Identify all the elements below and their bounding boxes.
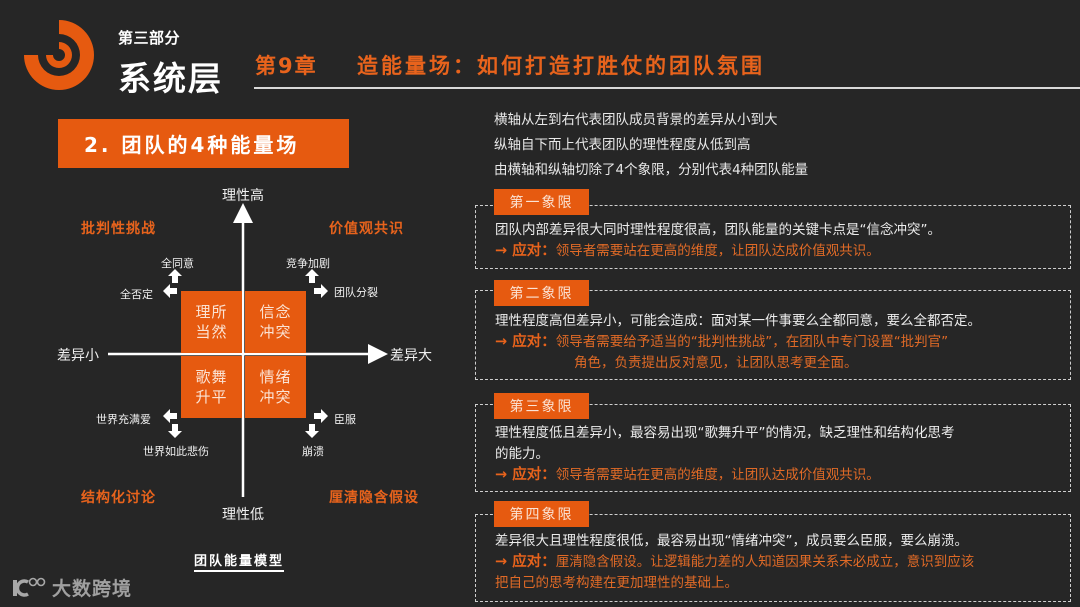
quadrant-card-1-body: 团队内部差异很大同时理性程度很高，团队能量的关键卡点是“信念冲突”。 → 应对：… xyxy=(495,220,1070,262)
footer-brand: 大数跨境 xyxy=(10,574,132,601)
section-title: 系统层 xyxy=(118,59,223,98)
intro-line: 横轴从左到右代表团队成员背景的差异从小到大 xyxy=(494,112,778,128)
card-response: → 应对：领导者需要站在更高的维度，让团队达成价值观共识。 xyxy=(495,467,880,483)
corner-label-bottom-right: 厘清隐含假设 xyxy=(329,490,419,506)
card-response: → 应对：领导者需要给予适当的“批判性挑战”，在团队中专门设置“批判官” xyxy=(495,334,949,350)
card-description: 团队内部差异很大同时理性程度很高，团队能量的关键卡点是“信念冲突”。 xyxy=(495,222,941,238)
arrow-label-submit: 臣服 xyxy=(334,413,356,426)
card-description: 差异很大且理性程度很低，最容易出现“情绪冲突”，成员要么臣服，要么崩溃。 xyxy=(495,533,968,549)
card-description: 理性程度高但差异小，可能会造成：面对某一件事要么全都同意，要么全都否定。 xyxy=(495,313,981,329)
card-response: → 应对：厘清隐含假设。让逻辑能力差的人知道因果关系未必成立，意识到应该 xyxy=(495,554,975,570)
arrow-label-collapse: 崩溃 xyxy=(302,445,324,458)
axis-label-left: 差异小 xyxy=(57,348,99,364)
quadrant-card-4-body: 差异很大且理性程度很低，最容易出现“情绪冲突”，成员要么臣服，要么崩溃。 → 应… xyxy=(495,531,1070,594)
quadrant-top-right: 信念冲突 xyxy=(245,291,306,353)
quadrant-card-1 xyxy=(475,205,1071,269)
quadrant-tag-1: 第一象限 xyxy=(494,189,589,215)
corner-label-top-left: 批判性挑战 xyxy=(81,221,156,237)
header-divider xyxy=(254,87,1080,89)
chapter-number: 第9章 xyxy=(255,54,318,78)
arrow-label-all-agree: 全同意 xyxy=(161,257,194,270)
direction-arrows-icon xyxy=(163,269,328,438)
quadrant-bottom-right: 情绪冲突 xyxy=(245,356,306,418)
chapter-logo-icon xyxy=(24,20,94,90)
intro-line: 由横轴和纵轴切除了4个象限，分别代表4种团队能量 xyxy=(494,162,809,178)
quadrant-card-3-body: 理性程度低且差异小，最容易出现“歌舞升平”的情况，缺乏理性和结构化思考 的能力。… xyxy=(495,423,1070,486)
quadrant-top-left: 理所当然 xyxy=(181,291,242,353)
quadrant-card-2 xyxy=(475,290,1071,380)
arrow-label-world-love: 世界充满爱 xyxy=(96,413,151,426)
corner-label-top-right: 价值观共识 xyxy=(329,221,404,237)
arrow-label-all-deny: 全否定 xyxy=(120,288,153,301)
chapter-title: 造能量场：如何打造打胜仗的团队氛围 xyxy=(357,54,765,78)
axis-label-right: 差异大 xyxy=(390,348,432,364)
quadrant-card-4 xyxy=(475,514,1071,602)
quadrant-tag-3: 第三象限 xyxy=(494,393,589,419)
quadrant-tag-2: 第二象限 xyxy=(494,280,589,306)
energy-field-diagram: 理性高 理性低 差异小 差异大 批判性挑战 价值观共识 结构化讨论 厘清隐含假设… xyxy=(40,175,460,575)
card-description: 理性程度低且差异小，最容易出现“歌舞升平”的情况，缺乏理性和结构化思考 xyxy=(495,425,955,441)
axes-icon xyxy=(108,203,388,497)
brand-name: 大数跨境 xyxy=(52,578,133,600)
quadrant-tag-4: 第四象限 xyxy=(494,501,589,527)
intro-line: 纵轴自下而上代表团队的理性程度从低到高 xyxy=(494,137,751,153)
brand-logo-icon xyxy=(13,577,46,597)
card-response-cont: 把自己的思考构建在更加理性的基础上。 xyxy=(495,575,738,591)
axis-label-bottom: 理性低 xyxy=(222,507,264,523)
axis-label-top: 理性高 xyxy=(222,188,264,204)
arrow-label-competition: 竞争加剧 xyxy=(286,257,330,270)
corner-label-bottom-left: 结构化讨论 xyxy=(81,490,156,506)
card-description-cont: 的能力。 xyxy=(495,446,549,462)
diagram-caption: 团队能量模型 xyxy=(194,550,285,572)
subtitle-banner: 2. 团队的4种能量场 xyxy=(58,119,349,168)
part-label: 第三部分 xyxy=(118,29,181,47)
quadrant-bottom-left: 歌舞升平 xyxy=(181,356,242,418)
quadrant-card-2-body: 理性程度高但差异小，可能会造成：面对某一件事要么全都同意，要么全都否定。 → 应… xyxy=(495,311,1070,374)
quadrant-card-3 xyxy=(475,404,1071,492)
arrow-label-team-split: 团队分裂 xyxy=(334,286,378,299)
card-response: → 应对：领导者需要站在更高的维度，让团队达成价值观共识。 xyxy=(495,243,880,259)
card-response-cont: 角色，负责提出反对意见，让团队思考更全面。 xyxy=(574,355,858,371)
arrow-label-world-sad: 世界如此悲伤 xyxy=(143,445,209,458)
